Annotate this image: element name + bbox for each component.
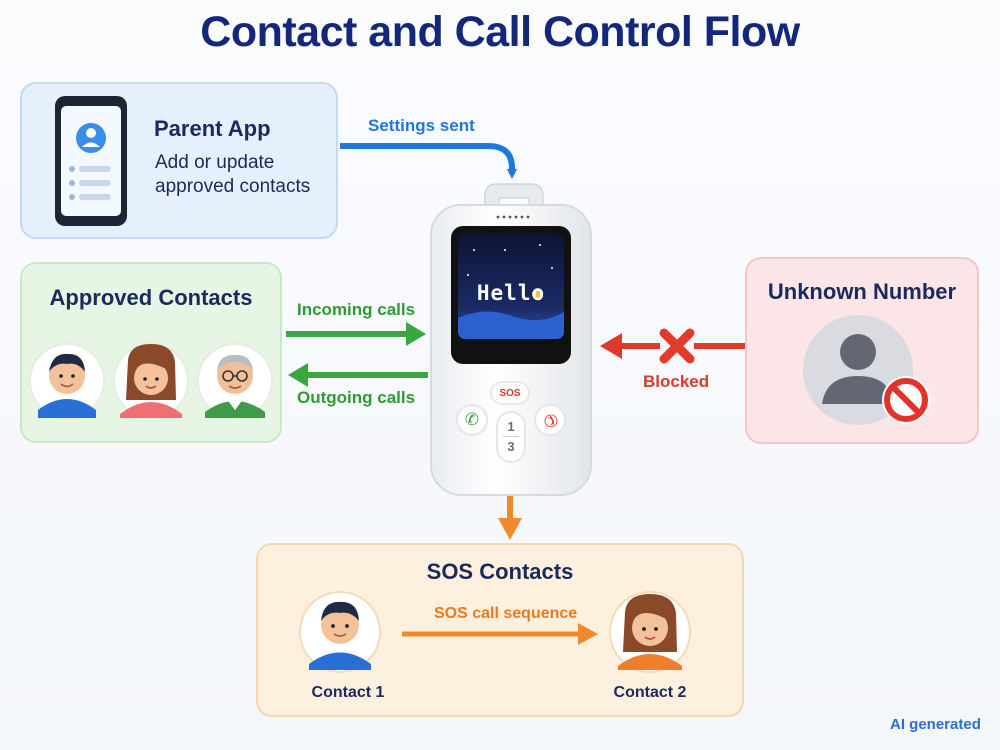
parent-app-description: Add or update approved contacts xyxy=(155,152,311,197)
page-title: Contact and Call Control Flow xyxy=(200,8,800,56)
key-3: 3 xyxy=(507,439,515,454)
sos-sequence-label: SOS call sequence xyxy=(434,605,578,622)
sos-sequence-arrow xyxy=(402,623,598,645)
sos-contact-1-label: Contact 1 xyxy=(311,684,385,701)
approved-contacts-title: Approved Contacts xyxy=(49,285,253,310)
sos-down-arrow xyxy=(498,496,522,540)
sos-contact-2-avatar xyxy=(609,591,691,673)
unknown-number-title: Unknown Number xyxy=(767,279,957,304)
approved-avatar-grandfather xyxy=(197,343,273,419)
sos-label: SOS xyxy=(499,388,521,399)
approved-avatar-woman xyxy=(113,343,189,419)
call-answer-button[interactable]: ✆ xyxy=(456,404,488,436)
key-1: 1 xyxy=(507,419,515,434)
number-keypad[interactable]: 1 3 xyxy=(496,411,526,463)
block-x-icon xyxy=(659,328,695,364)
sos-contact-2-label: Contact 2 xyxy=(613,684,687,701)
incoming-calls-arrow xyxy=(286,322,426,346)
outgoing-calls-arrow xyxy=(288,363,428,387)
blocked-arrow xyxy=(600,333,745,359)
ai-generated-watermark: AI generated xyxy=(890,716,981,733)
settings-sent-label: Settings sent xyxy=(368,116,475,135)
sos-contact-1-avatar xyxy=(299,591,381,673)
call-end-button[interactable]: ✆ xyxy=(534,404,566,436)
sos-button[interactable]: SOS xyxy=(490,381,530,405)
outgoing-calls-label: Outgoing calls xyxy=(297,388,416,407)
parent-app-title: Parent App xyxy=(154,116,271,141)
blocked-label: Blocked xyxy=(643,372,710,391)
red-phone-icon: ✆ xyxy=(538,408,563,433)
keypad-divider xyxy=(503,436,519,437)
sos-contacts-title: SOS Contacts xyxy=(426,559,574,584)
approved-avatar-boy xyxy=(29,343,105,419)
settings-sent-arrow xyxy=(340,143,517,179)
incoming-calls-label: Incoming calls xyxy=(297,300,416,319)
green-phone-icon: ✆ xyxy=(464,410,480,429)
smartphone-icon xyxy=(55,96,127,226)
no-entry-icon xyxy=(882,376,930,424)
screen-hello-text: Hello xyxy=(476,281,546,305)
